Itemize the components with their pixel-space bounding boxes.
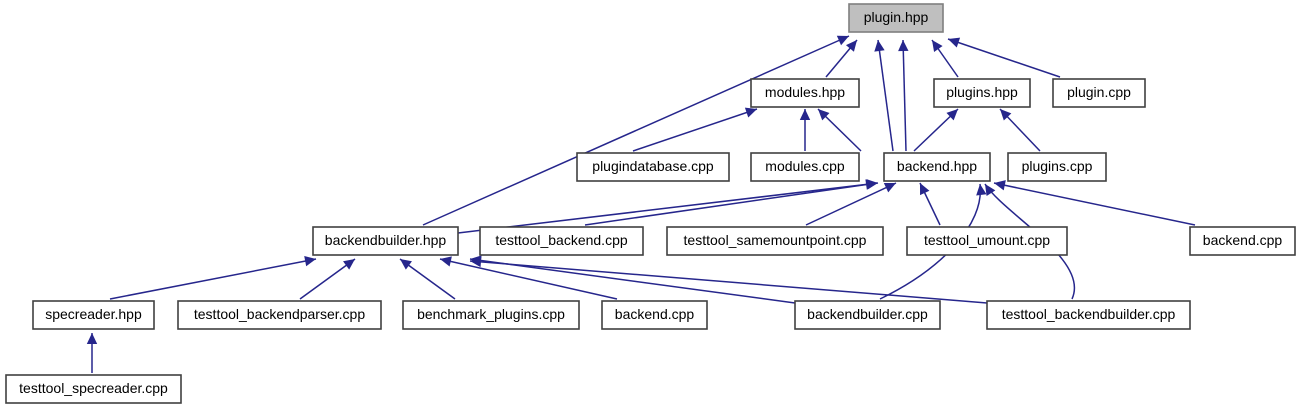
graph-node-box[interactable]	[1007, 152, 1107, 182]
graph-node-box[interactable]	[883, 152, 991, 182]
graph-edge-arrowhead	[883, 182, 896, 193]
graph-edge	[902, 39, 907, 152]
graph-node-box[interactable]	[906, 226, 1068, 256]
graph-edge	[947, 38, 1061, 78]
graph-node-box[interactable]	[933, 78, 1031, 108]
graph-edge	[399, 258, 456, 300]
graph-edge	[632, 108, 758, 152]
graph-nodes-layer: plugin.hpp modules.hpp plugins.hpp plugin.c…	[5, 3, 1296, 404]
graph-node-box[interactable]	[312, 226, 459, 256]
graph-node-box[interactable]	[750, 152, 860, 182]
graph-edge	[877, 39, 894, 152]
graph-node-box[interactable]	[1052, 78, 1146, 108]
graph-node[interactable]: testtool_samemountpoint.cpp	[666, 226, 884, 256]
graph-edge-arrowhead	[898, 40, 909, 52]
graph-edge-arrowhead	[985, 184, 996, 197]
graph-edge	[439, 258, 618, 300]
graph-edge	[109, 258, 317, 300]
graph-edge-arrowhead	[744, 107, 757, 118]
graph-edge-arrowhead	[799, 109, 811, 120]
graph-edge	[469, 258, 796, 304]
graph-edge	[469, 260, 988, 304]
graph-node-box[interactable]	[1189, 226, 1296, 256]
graph-edge-arrowhead	[845, 40, 857, 52]
graph-node[interactable]: plugins.cpp	[1007, 152, 1107, 182]
graph-edge-arrowhead	[976, 184, 987, 196]
graph-node-box[interactable]	[479, 226, 644, 256]
graph-edge	[993, 182, 1196, 226]
graph-node[interactable]: backend.hpp	[883, 152, 991, 182]
graph-edge-arrowhead	[818, 109, 830, 121]
graph-node-box[interactable]	[402, 300, 580, 330]
graph-node[interactable]: testtool_backendbuilder.cpp	[986, 300, 1191, 330]
graph-edge	[457, 182, 879, 234]
graph-node[interactable]: benchmark_plugins.cpp	[402, 300, 580, 330]
graph-edge-arrowhead	[304, 255, 316, 267]
graph-node-box[interactable]	[666, 226, 884, 256]
graph-node-box[interactable]	[5, 374, 182, 404]
graph-edge-arrowhead	[948, 37, 961, 48]
graph-edge-arrowhead	[343, 259, 355, 270]
graph-node[interactable]: testtool_umount.cpp	[906, 226, 1068, 256]
graph-node-box[interactable]	[32, 300, 155, 330]
graph-node-box[interactable]	[986, 300, 1191, 330]
graph-node[interactable]: backend.cpp	[601, 300, 708, 330]
graph-edge-arrowhead	[920, 183, 930, 196]
graph-edge	[805, 182, 897, 226]
graph-edge-arrowhead	[865, 179, 877, 190]
graph-node[interactable]: plugindatabase.cpp	[576, 152, 730, 182]
graph-node[interactable]: specreader.hpp	[32, 300, 155, 330]
graph-node[interactable]: testtool_specreader.cpp	[5, 374, 182, 404]
graph-node-box[interactable]	[794, 300, 941, 330]
graph-edge-arrowhead	[440, 256, 452, 267]
graph-edge	[299, 258, 356, 300]
graph-edge-arrowhead	[470, 256, 482, 268]
graph-node-box[interactable]	[601, 300, 708, 330]
graph-edge-arrowhead	[946, 109, 958, 121]
graph-node[interactable]: plugin.cpp	[1052, 78, 1146, 108]
graph-node-box[interactable]	[177, 300, 382, 330]
graph-edge-arrowhead	[86, 333, 98, 344]
graph-node[interactable]: testtool_backendparser.cpp	[177, 300, 382, 330]
graph-edge-arrowhead	[932, 40, 943, 52]
graph-node[interactable]: backendbuilder.cpp	[794, 300, 941, 330]
graph-node[interactable]: backend.cpp	[1189, 226, 1296, 256]
graph-edge-arrowhead	[1000, 109, 1012, 121]
graph-edge-arrowhead	[994, 180, 1006, 191]
graph-edge-arrowhead	[874, 40, 885, 52]
graph-node[interactable]: modules.cpp	[750, 152, 860, 182]
graph-edges-layer	[86, 35, 1196, 373]
graph-node-box[interactable]	[750, 78, 860, 108]
graph-edge-arrowhead	[400, 259, 412, 270]
graph-edge	[422, 35, 850, 226]
graph-node[interactable]: testtool_backend.cpp	[479, 226, 644, 256]
graph-node[interactable]: plugin.hpp	[848, 3, 944, 33]
graph-node-box[interactable]	[576, 152, 730, 182]
graph-edge	[584, 182, 878, 226]
graph-node-box-current[interactable]	[848, 3, 944, 33]
graph-node[interactable]: plugins.hpp	[933, 78, 1031, 108]
graph-node[interactable]: backendbuilder.hpp	[312, 226, 459, 256]
graph-node[interactable]: modules.hpp	[750, 78, 860, 108]
graph-edge-arrowhead	[836, 35, 849, 46]
